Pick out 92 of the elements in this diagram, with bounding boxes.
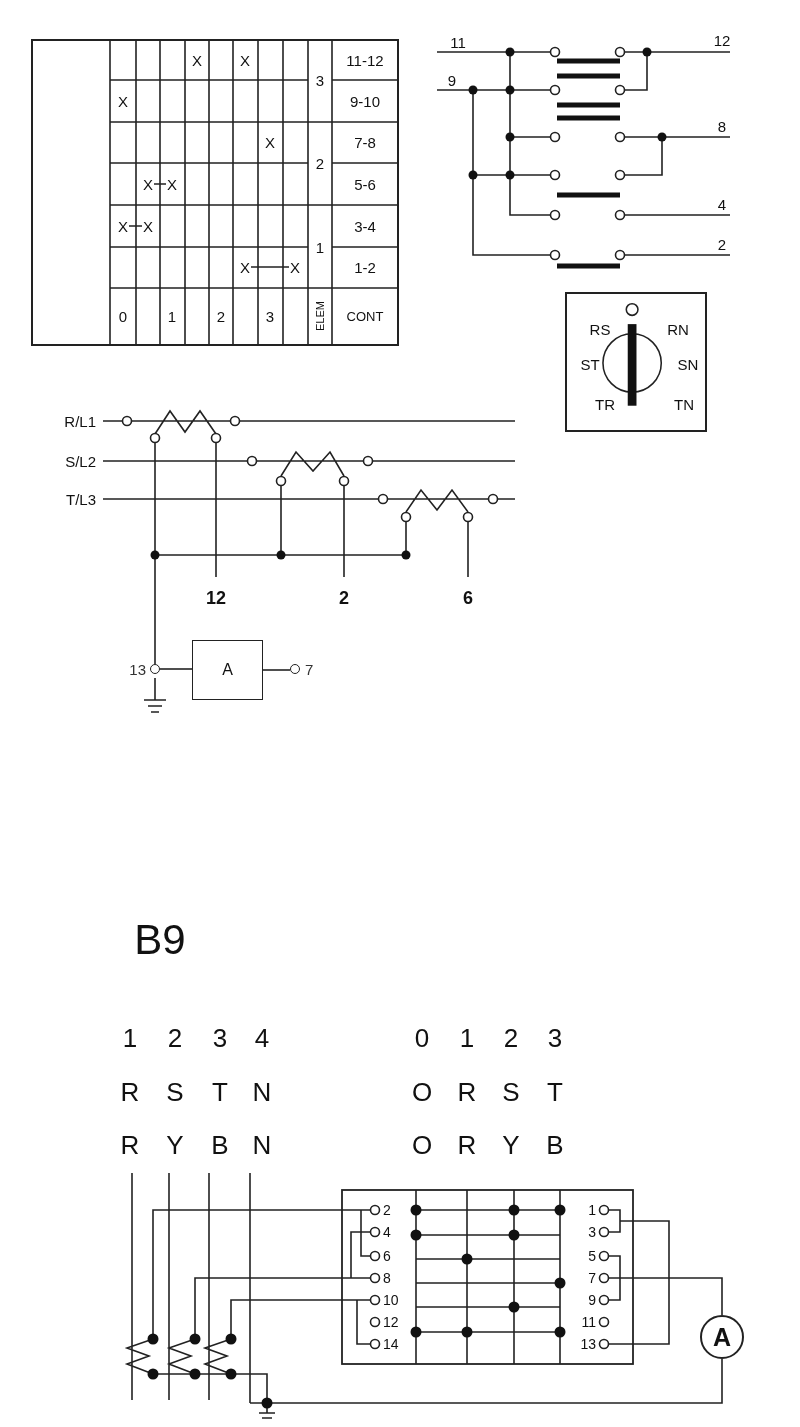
terminal-number: 2: [717, 236, 727, 252]
column-header: 3: [212, 1025, 228, 1051]
wire: [262, 669, 291, 671]
x-mark: X: [192, 52, 202, 68]
terminal-number: 1: [588, 1203, 596, 1217]
position-number: 1: [167, 308, 177, 324]
x-mark: X: [240, 259, 250, 275]
terminal-number: 5: [588, 1249, 596, 1263]
terminal-number: 8: [717, 118, 727, 134]
column-header: B: [211, 1132, 229, 1158]
terminal-number: 13: [129, 661, 146, 677]
column-header: 0: [414, 1025, 430, 1051]
terminal-number: 6: [463, 589, 473, 607]
terminal-number: 9: [447, 72, 457, 88]
section-heading: B9: [134, 919, 186, 961]
ammeter-symbol: [700, 1315, 744, 1359]
column-header: 1: [122, 1025, 138, 1051]
contact-pair: 3-4: [354, 218, 376, 234]
terminal-number: 12: [713, 32, 731, 48]
column-header: CONT: [346, 309, 384, 323]
meter-letter: A: [222, 662, 233, 678]
column-header: S: [166, 1079, 184, 1105]
dial-position-label: RS: [589, 321, 611, 337]
terminal-number: 7: [305, 661, 314, 677]
column-header: N: [252, 1132, 272, 1158]
column-header: 4: [254, 1025, 270, 1051]
position-number: 2: [216, 308, 226, 324]
position-number: 0: [118, 308, 128, 324]
meter-letter: A: [712, 1324, 732, 1350]
column-header: Y: [166, 1132, 184, 1158]
x-mark: X: [143, 218, 153, 234]
terminal-number: 2: [383, 1203, 391, 1217]
position-number: 3: [265, 308, 275, 324]
terminal-number: 7: [588, 1271, 596, 1285]
column-header: Y: [502, 1132, 520, 1158]
x-mark: X: [240, 52, 250, 68]
column-header: R: [120, 1079, 140, 1105]
column-header: S: [502, 1079, 520, 1105]
column-header: T: [212, 1079, 228, 1105]
element-number: 3: [315, 72, 325, 88]
contact-pair: 5-6: [354, 176, 376, 192]
terminal-number: 13: [580, 1337, 596, 1351]
terminal-number: 11: [450, 34, 466, 50]
contact-pair: 11-12: [346, 52, 384, 68]
column-header: R: [457, 1132, 477, 1158]
column-header: 3: [547, 1025, 563, 1051]
dial-position-label: SN: [677, 356, 699, 372]
x-mark: X: [290, 259, 300, 275]
column-header: R: [120, 1132, 140, 1158]
x-mark: X: [143, 176, 153, 192]
terminal-number: 2: [339, 589, 349, 607]
column-header: N: [252, 1079, 272, 1105]
column-header: B: [546, 1132, 564, 1158]
column-header: O: [411, 1079, 433, 1105]
column-header: R: [457, 1079, 477, 1105]
terminal-number: 4: [717, 196, 727, 212]
x-mark: X: [118, 93, 128, 109]
element-number: 2: [315, 155, 325, 171]
phase-label: T/L3: [66, 491, 96, 507]
dial-position-label: TR: [595, 396, 615, 412]
phase-label: S/L2: [65, 453, 96, 469]
x-mark: X: [167, 176, 177, 192]
column-header: 1: [459, 1025, 475, 1051]
element-number: 1: [315, 239, 325, 255]
x-mark: X: [118, 218, 128, 234]
terminal-number: 6: [383, 1249, 391, 1263]
terminal-number: 9: [588, 1293, 596, 1307]
dial-position-label: TN: [674, 396, 694, 412]
dial-position-label: RN: [667, 321, 689, 337]
terminal: [290, 664, 300, 674]
column-header: T: [547, 1079, 563, 1105]
column-header: ELEM: [314, 301, 326, 331]
terminal-number: 8: [383, 1271, 391, 1285]
x-mark: X: [265, 134, 275, 150]
dial-position-label: ST: [580, 356, 600, 372]
ammeter-box: [192, 640, 263, 700]
column-header: 2: [503, 1025, 519, 1051]
terminal-number: 12: [206, 589, 226, 607]
phase-label: R/L1: [64, 413, 96, 429]
column-header: 2: [167, 1025, 183, 1051]
contact-pair: 9-10: [350, 93, 380, 109]
terminal: [150, 664, 160, 674]
terminal-number: 14: [383, 1337, 399, 1351]
contact-pair: 7-8: [354, 134, 376, 150]
terminal-number: 12: [383, 1315, 399, 1329]
column-header: O: [411, 1132, 433, 1158]
terminal-number: 4: [383, 1225, 391, 1239]
terminal-number: 3: [588, 1225, 596, 1239]
wire: [159, 668, 193, 670]
terminal-number: 10: [383, 1293, 399, 1307]
terminal-number: 11: [581, 1315, 596, 1329]
contact-pair: 1-2: [354, 259, 376, 275]
